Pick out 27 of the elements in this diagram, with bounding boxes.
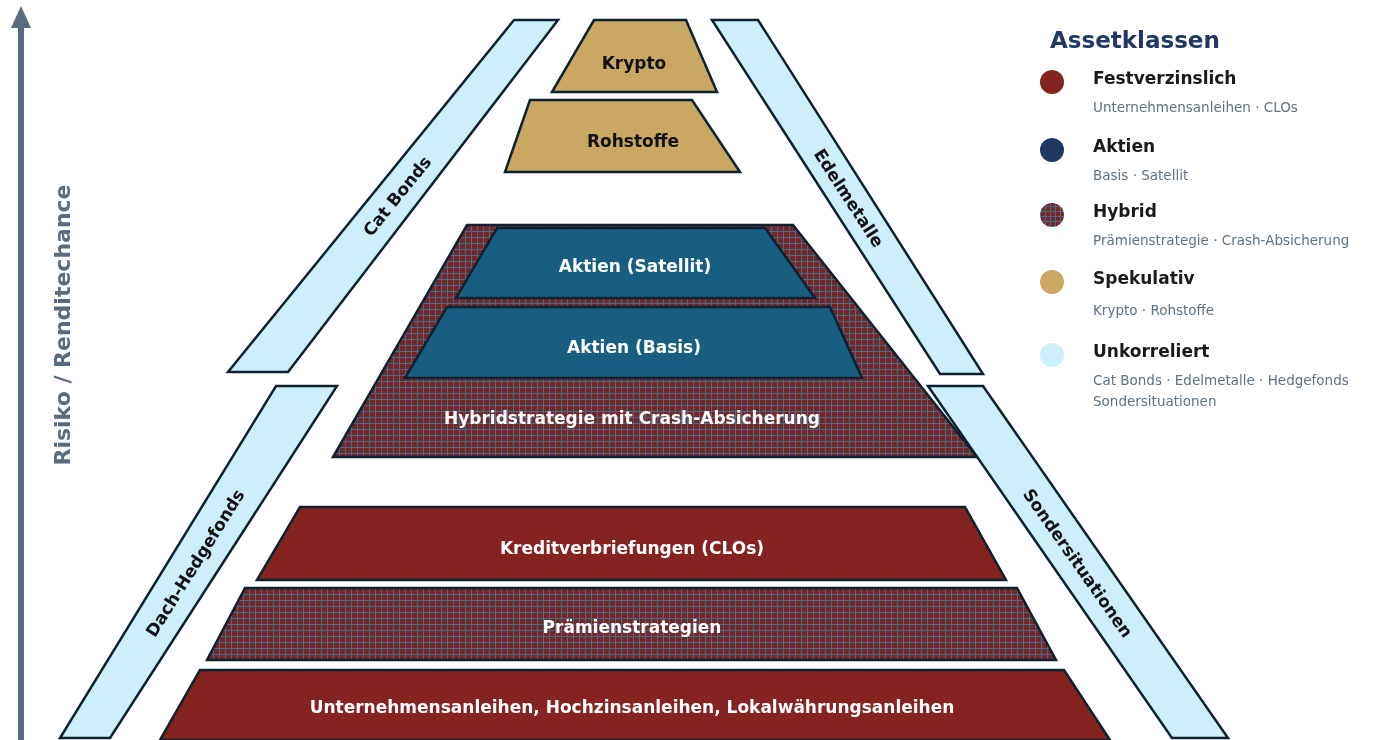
pyramid-tier xyxy=(405,307,862,378)
pyramid-tier xyxy=(257,507,1006,580)
tier-label: Unternehmensanleihen, Hochzinsanleihen, Lokalwährungsanleihen xyxy=(309,697,955,717)
axis-label: Risiko / Renditechance xyxy=(49,184,75,466)
tier-label: Aktien (Basis) xyxy=(567,337,701,357)
tier-label: Aktien (Satellit) xyxy=(558,256,712,276)
tier-label: Krypto xyxy=(601,53,667,73)
legend-description: Prämienstrategie · Crash-Absicherung xyxy=(1093,231,1351,250)
legend-label: Spekulativ xyxy=(1093,268,1195,288)
legend-description: Basis · Satellit xyxy=(1093,166,1190,185)
pyramid-tier xyxy=(552,20,717,92)
legend-label: Hybrid xyxy=(1093,201,1157,221)
legend-description: Krypto · Rohstoffe xyxy=(1093,301,1216,320)
legend-description: Cat Bonds · Edelmetalle · Hedgefonds Sondersituationen xyxy=(1093,371,1350,411)
diagonal-band xyxy=(712,20,983,374)
legend-heading: Assetklassen xyxy=(1050,27,1220,53)
tier-label: Hybridstrategie mit Crash-Absicherung xyxy=(444,408,820,428)
diagonal-band xyxy=(228,20,558,372)
legend-description: Unternehmensanleihen · CLOs xyxy=(1093,98,1299,117)
legend-label: Unkorreliert xyxy=(1093,341,1210,361)
tier-label: Kreditverbriefungen (CLOs) xyxy=(499,538,765,558)
legend-label: Festverzinslich xyxy=(1093,68,1237,88)
pyramid-tier xyxy=(505,100,740,172)
pyramid-tier xyxy=(160,670,1110,740)
tier-label: Rohstoffe xyxy=(586,131,680,151)
tier-label: Prämienstrategien xyxy=(542,617,722,637)
legend-label: Aktien xyxy=(1093,136,1156,156)
